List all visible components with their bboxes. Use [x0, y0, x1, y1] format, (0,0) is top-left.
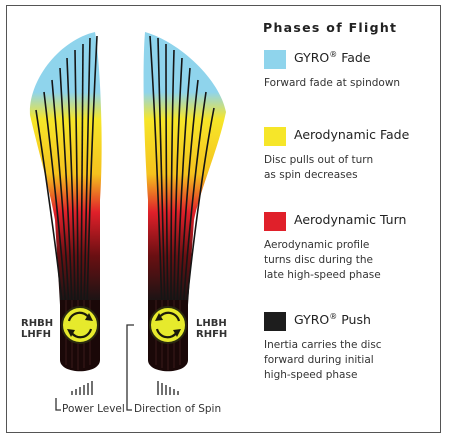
legend-label: Aerodynamic Fade: [294, 127, 410, 142]
legend-label: GYRO® Push: [294, 312, 371, 327]
legend-swatch-red: [264, 212, 286, 231]
power-level-bars-icon: [71, 381, 93, 395]
legend-swatch-yellow: [264, 127, 286, 146]
direction-of-spin-label: Direction of Spin: [134, 403, 222, 415]
direction-of-spin-bars-icon: [157, 381, 179, 395]
right-flight-shape: [143, 32, 226, 313]
right-spin-disc: [149, 306, 187, 344]
legend-swatch-black: [264, 312, 286, 331]
power-level-label: Power Level: [62, 403, 125, 415]
legend-label: Aerodynamic Turn: [294, 212, 407, 227]
legend-label: GYRO® Fade: [294, 50, 371, 65]
legend-title: Phases of Flight: [263, 20, 398, 35]
legend-desc: Forward fade at spindown: [264, 77, 401, 89]
left-flight-shape: [29, 32, 102, 313]
left-spin-disc: [61, 306, 99, 344]
power-level-bracket: [55, 398, 61, 411]
legend-swatch-blue: [264, 50, 286, 69]
direction-bracket: [126, 324, 134, 411]
